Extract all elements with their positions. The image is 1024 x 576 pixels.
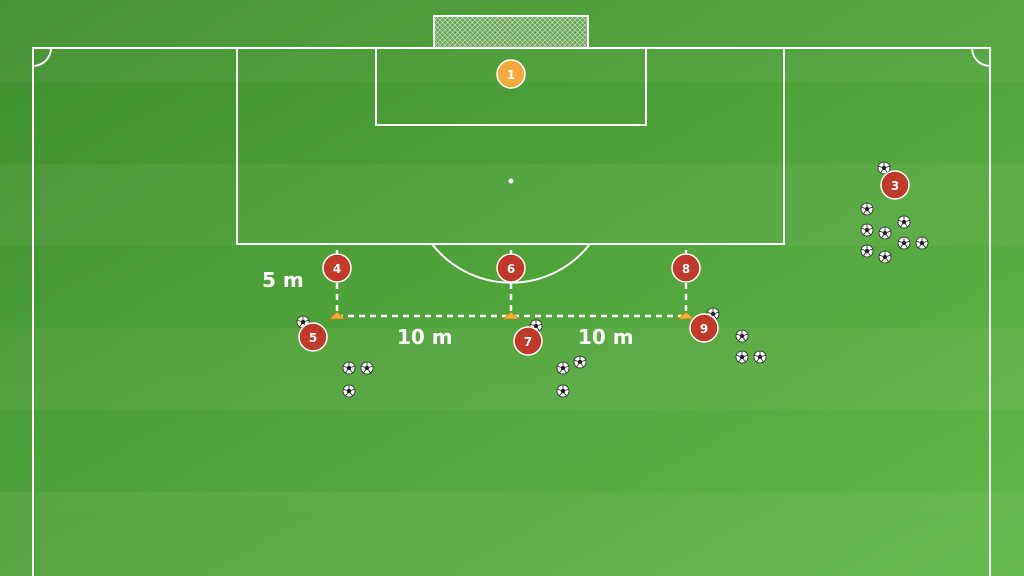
soccer-ball-icon [556,384,570,398]
soccer-ball-icon [860,223,874,237]
goal-net-icon [433,15,589,49]
soccer-ball-icon [878,226,892,240]
player-6: 6 [496,253,526,283]
player-number: 1 [507,68,515,82]
player-number: 8 [682,262,690,276]
soccer-ball-icon [753,350,767,364]
cone-icon [327,311,347,320]
soccer-ball-icon [878,250,892,264]
label-10m-left: 10 m [397,325,453,349]
soccer-ball-icon [556,361,570,375]
soccer-ball-icon [360,361,374,375]
label-10m-right: 10 m [578,325,634,349]
soccer-ball-icon [897,236,911,250]
soccer-ball-icon [860,244,874,258]
player-4: 4 [322,253,352,283]
cone-icon [501,311,521,320]
soccer-ball-icon [897,215,911,229]
player-number: 5 [309,331,317,345]
pitch-lines [32,47,991,576]
soccer-ball-icon [860,202,874,216]
player-number: 7 [524,335,532,349]
cones [327,311,696,320]
cone-icon [676,311,696,320]
soccer-ball-icon [342,361,356,375]
soccer-ball-icon [735,350,749,364]
soccer-ball-icon [735,329,749,343]
penalty-spot [508,178,514,184]
player-7: 7 [513,326,543,356]
player-9: 9 [689,313,719,343]
player-number: 6 [507,262,515,276]
player-number: 3 [891,179,899,193]
soccer-ball-icon [915,236,929,250]
player-3: 3 [880,170,910,200]
goal-area [375,47,647,126]
soccer-ball-icon [342,384,356,398]
soccer-ball-icon [573,355,587,369]
corner-arc-left [32,47,52,67]
player-number: 4 [333,262,341,276]
player-1-goalkeeper: 1 [496,59,526,89]
distance-markers [335,250,688,318]
corner-arc-right [971,47,991,67]
label-5m: 5 m [262,268,304,292]
player-8: 8 [671,253,701,283]
player-5: 5 [298,322,328,352]
player-number: 9 [700,322,708,336]
